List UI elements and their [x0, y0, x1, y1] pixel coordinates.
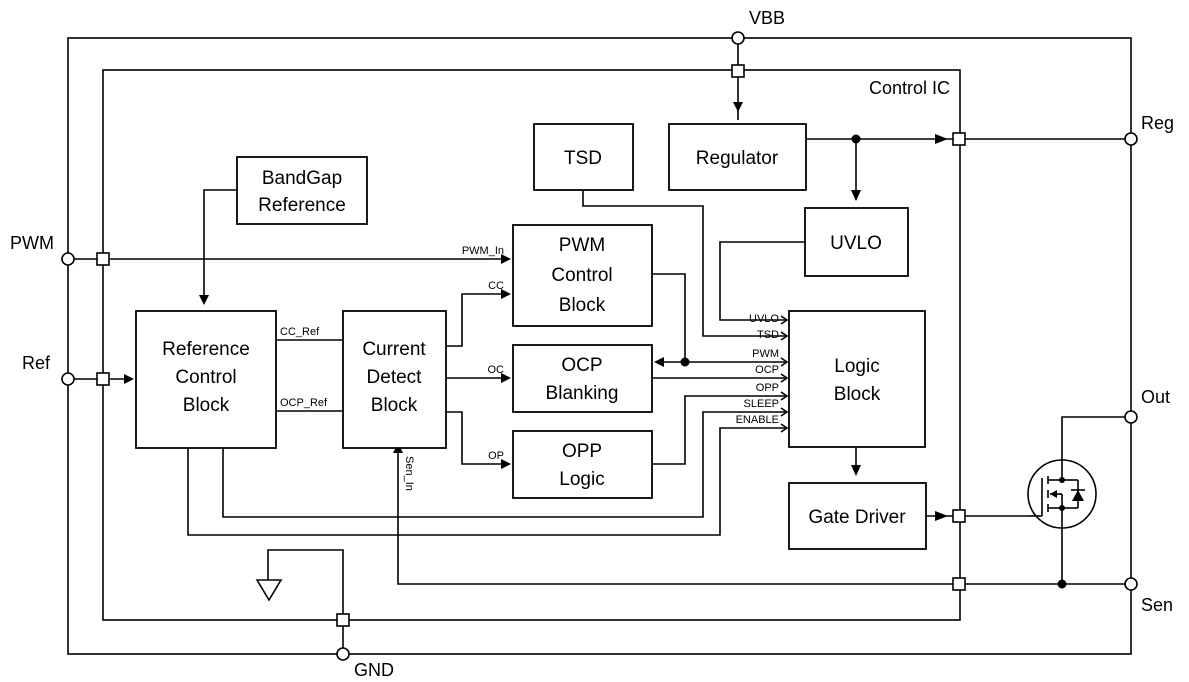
logic-input-uvlo: UVLO [749, 313, 779, 325]
signal-sen-in: Sen_In [403, 456, 415, 491]
ocp-blanking-label-line1: OCP [561, 355, 602, 376]
ocp-blanking-label-line2: Blanking [546, 383, 619, 404]
gate-driver-block: Gate Driver [788, 482, 927, 550]
pin-reg: Reg [1124, 113, 1174, 146]
signal-ocp-ref: OCP_Ref [280, 397, 328, 409]
reference-control-label-line1: Reference [162, 339, 250, 360]
logic-input-enable: ENABLE [736, 414, 779, 426]
tsd-label: TSD [564, 148, 602, 169]
logic-input-pwm: PWM [752, 348, 779, 360]
opp-logic-label-line1: OPP [562, 441, 602, 462]
pin-gnd-label: GND [354, 660, 394, 680]
package-outline [67, 37, 1132, 655]
reference-control-label-line2: Control [175, 367, 236, 388]
logic-input-opp: OPP [756, 382, 779, 394]
ground-symbol-icon [255, 579, 283, 602]
current-detect-label-line2: Detect [367, 367, 423, 388]
regulator-block: Regulator [668, 123, 807, 191]
reference-control-block: Reference Control Block [135, 310, 277, 449]
junction-dot [1057, 579, 1067, 589]
pin-sen: Sen [1124, 577, 1173, 615]
signal-cc-ref: CC_Ref [280, 326, 320, 338]
pwm-control-label-line1: PWM [559, 235, 605, 256]
opp-logic-block: OPP Logic [512, 430, 653, 499]
pin-sen-label: Sen [1141, 595, 1173, 615]
pin-out-label: Out [1141, 387, 1170, 407]
ic-pads [96, 64, 966, 627]
tsd-block: TSD [533, 123, 634, 191]
junction-dot [851, 134, 861, 144]
pwm-control-block: PWM Control Block [512, 224, 653, 327]
pin-pwm-label: PWM [10, 233, 54, 253]
logic-input-sleep: SLEEP [744, 398, 779, 410]
bandgap-label-line1: BandGap [262, 168, 342, 189]
pin-reg-label: Reg [1141, 113, 1174, 133]
pwm-control-label-line2: Control [551, 265, 612, 286]
opp-logic-label-line2: Logic [559, 469, 604, 490]
pin-vbb-label: VBB [749, 8, 785, 28]
signal-pwm-in: PWM_In [462, 245, 504, 257]
pin-vbb: VBB [731, 8, 785, 45]
signal-oc: OC [488, 364, 505, 376]
current-detect-label-line1: Current [362, 339, 426, 360]
mosfet-icon [1027, 459, 1097, 529]
logic-input-ocp: OCP [755, 364, 779, 376]
logic-input-chevrons [780, 315, 789, 433]
signal-op: OP [488, 450, 504, 462]
logic-label-line2: Block [834, 384, 881, 405]
uvlo-block: UVLO [804, 207, 909, 277]
gate-driver-label: Gate Driver [808, 507, 906, 528]
current-detect-label-line3: Block [371, 395, 418, 416]
pwm-control-label-line3: Block [559, 295, 606, 316]
pin-ref: Ref [22, 353, 75, 386]
current-detect-block: Current Detect Block [342, 310, 447, 449]
regulator-label: Regulator [696, 148, 779, 169]
pin-out: Out [1124, 387, 1170, 424]
logic-block: Logic Block [788, 310, 926, 448]
junction-dot [680, 357, 690, 367]
control-ic-outline [102, 69, 961, 621]
bandgap-reference-block: BandGap Reference [236, 156, 368, 225]
pin-gnd: GND [336, 647, 394, 680]
ocp-blanking-block: OCP Blanking [512, 344, 653, 413]
bandgap-label-line2: Reference [258, 195, 346, 216]
signal-cc: CC [488, 280, 504, 292]
uvlo-label: UVLO [830, 233, 882, 254]
logic-label-line1: Logic [834, 356, 879, 377]
logic-input-tsd: TSD [757, 329, 779, 341]
reference-control-label-line3: Block [183, 395, 230, 416]
pin-pwm: PWM [10, 233, 75, 266]
pin-ref-label: Ref [22, 353, 51, 373]
logic-input-labels: UVLO TSD PWM OCP OPP SLEEP ENABLE [736, 313, 780, 426]
control-ic-label: Control IC [869, 78, 950, 98]
